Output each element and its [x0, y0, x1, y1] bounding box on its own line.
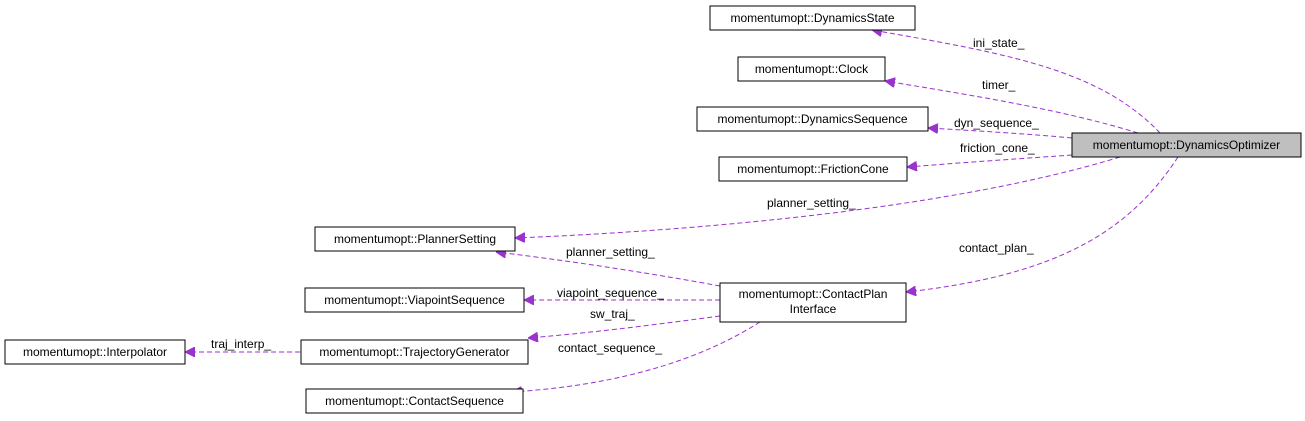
- edge-label-dyn-sequence: dyn_sequence_: [954, 116, 1039, 130]
- node-label-contact-plan-line2: Interface: [790, 302, 837, 316]
- node-label-planner-setting: momentumopt::PlannerSetting: [334, 232, 496, 246]
- node-viapoint-sequence[interactable]: momentumopt::ViapointSequence: [304, 287, 525, 313]
- node-label-trajectory-generator: momentumopt::TrajectoryGenerator: [319, 345, 509, 359]
- node-label-clock: momentumopt::Clock: [755, 62, 869, 76]
- node-dynamics-state[interactable]: momentumopt::DynamicsState: [709, 5, 916, 31]
- node-trajectory-generator[interactable]: momentumopt::TrajectoryGenerator: [300, 339, 529, 365]
- edge-label-contact-sequence: contact_sequence_: [558, 341, 662, 355]
- node-label-contact-sequence: momentumopt::ContactSequence: [325, 394, 504, 408]
- edge-label-friction-cone: friction_cone_: [960, 141, 1035, 155]
- node-label-dynamics-state: momentumopt::DynamicsState: [730, 11, 894, 25]
- node-label-contact-plan-line1: momentumopt::ContactPlan: [739, 287, 888, 301]
- node-interpolator[interactable]: momentumopt::Interpolator: [4, 339, 186, 365]
- edge-friction-cone: friction_cone_: [907, 141, 1073, 167]
- node-label-friction-cone: momentumopt::FrictionCone: [737, 162, 889, 176]
- edge-ini-state: ini_state_: [872, 30, 1161, 134]
- node-clock[interactable]: momentumopt::Clock: [737, 56, 886, 82]
- edge-planner-setting-cpi: planner_setting_: [496, 245, 721, 287]
- node-dynamics-optimizer[interactable]: momentumopt::DynamicsOptimizer: [1071, 132, 1302, 158]
- edge-label-contact-plan: contact_plan_: [959, 241, 1034, 255]
- edge-label-sw-traj: sw_traj_: [590, 307, 635, 321]
- edge-label-planner-setting-opt: planner_setting_: [767, 196, 856, 210]
- edge-sw-traj: sw_traj_: [528, 307, 721, 338]
- node-label-interpolator: momentumopt::Interpolator: [23, 345, 167, 359]
- edge-label-ini-state: ini_state_: [973, 36, 1025, 50]
- edge-label-planner-setting-cpi: planner_setting_: [566, 245, 655, 259]
- edge-dyn-sequence: dyn_sequence_: [928, 116, 1073, 139]
- edge-planner-setting-opt: planner_setting_: [515, 156, 1121, 238]
- node-friction-cone[interactable]: momentumopt::FrictionCone: [718, 156, 908, 182]
- edge-label-timer: timer_: [982, 78, 1016, 92]
- edge-contact-plan: contact_plan_: [906, 156, 1179, 292]
- edge-viapoint-sequence: viapoint_sequence_: [524, 286, 721, 300]
- edge-contact-sequence: contact_sequence_: [512, 321, 761, 392]
- edge-label-viapoint-sequence: viapoint_sequence_: [557, 286, 664, 300]
- node-dynamics-sequence[interactable]: momentumopt::DynamicsSequence: [696, 106, 929, 132]
- node-label-viapoint-sequence: momentumopt::ViapointSequence: [324, 293, 505, 307]
- edge-label-traj-interp: traj_interp_: [211, 337, 271, 351]
- edge-traj-interp: traj_interp_: [185, 337, 301, 352]
- node-planner-setting[interactable]: momentumopt::PlannerSetting: [314, 226, 516, 252]
- node-label-dynamics-sequence: momentumopt::DynamicsSequence: [717, 112, 907, 126]
- node-contact-plan-interface[interactable]: momentumopt::ContactPlan Interface: [719, 282, 907, 323]
- node-label-dynamics-optimizer: momentumopt::DynamicsOptimizer: [1093, 138, 1280, 152]
- node-contact-sequence[interactable]: momentumopt::ContactSequence: [305, 388, 524, 414]
- edge-timer: timer_: [885, 78, 1139, 134]
